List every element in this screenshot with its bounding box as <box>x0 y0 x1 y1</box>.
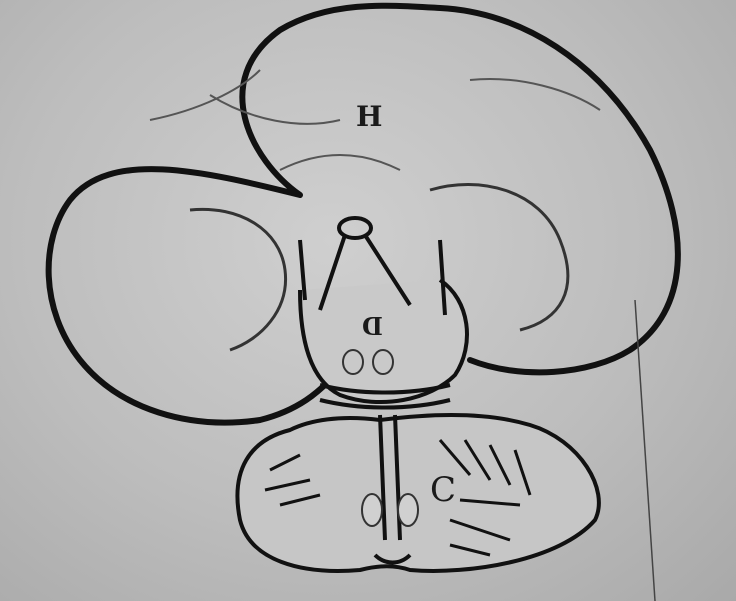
label-d: D <box>362 312 383 341</box>
cerebellum-outline <box>237 415 598 571</box>
medulla-pyramid-right <box>398 494 418 526</box>
medulla-pyramid-left <box>362 494 382 526</box>
left-lobe-fold <box>190 209 286 350</box>
label-h: H <box>356 100 382 133</box>
label-c: C <box>430 470 456 510</box>
paper-edge-line <box>635 300 655 601</box>
